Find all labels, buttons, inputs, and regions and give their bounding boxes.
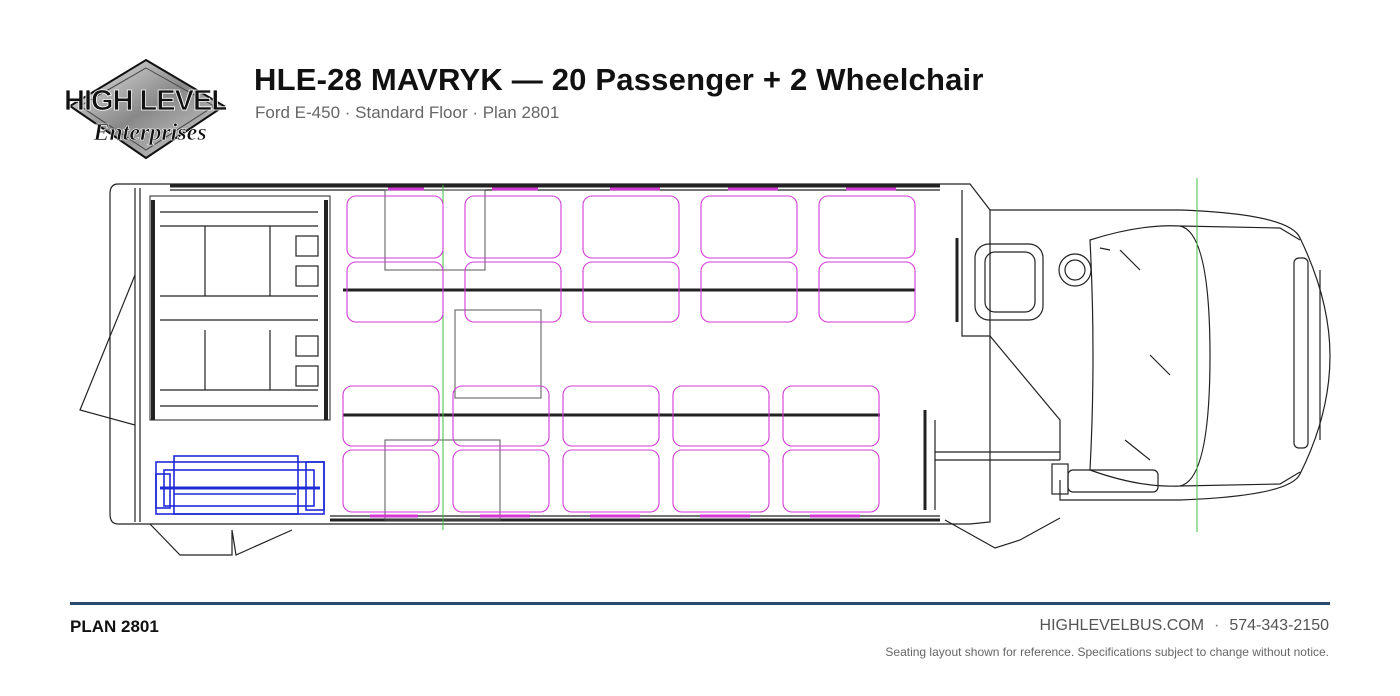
bus-body-outline — [109, 183, 991, 525]
steering-wheel-icon — [1058, 253, 1092, 287]
page-title: HLE-28 MAVRYK — 20 Passenger + 2 Wheelch… — [254, 62, 984, 97]
disclaimer: Seating layout shown for reference. Spec… — [885, 645, 1329, 659]
plan-label: PLAN 2801 — [70, 617, 159, 636]
passenger-seat-icon — [342, 195, 916, 513]
wheelchair-lift-icon — [155, 455, 325, 515]
logo-line1: HIGH LEVEL — [66, 85, 226, 117]
high-level-logo: HIGH LEVEL Enterprises — [66, 58, 226, 160]
page-subtitle: Ford E-450 · Standard Floor · Plan 2801 — [255, 103, 560, 122]
logo-line2: Enterprises — [92, 120, 206, 146]
contact-info: HIGHLEVELBUS.COM · 574-343-2150 — [1040, 617, 1329, 635]
contact-separator: · — [1214, 617, 1220, 634]
phone-number[interactable]: 574-343-2150 — [1229, 617, 1329, 634]
driver-seat-icon — [974, 243, 1044, 321]
website-link[interactable]: HIGHLEVELBUS.COM — [1039, 617, 1205, 634]
footer-rule — [70, 602, 1330, 605]
cab-outline — [990, 209, 1331, 501]
diamond-logo-icon — [68, 58, 226, 160]
